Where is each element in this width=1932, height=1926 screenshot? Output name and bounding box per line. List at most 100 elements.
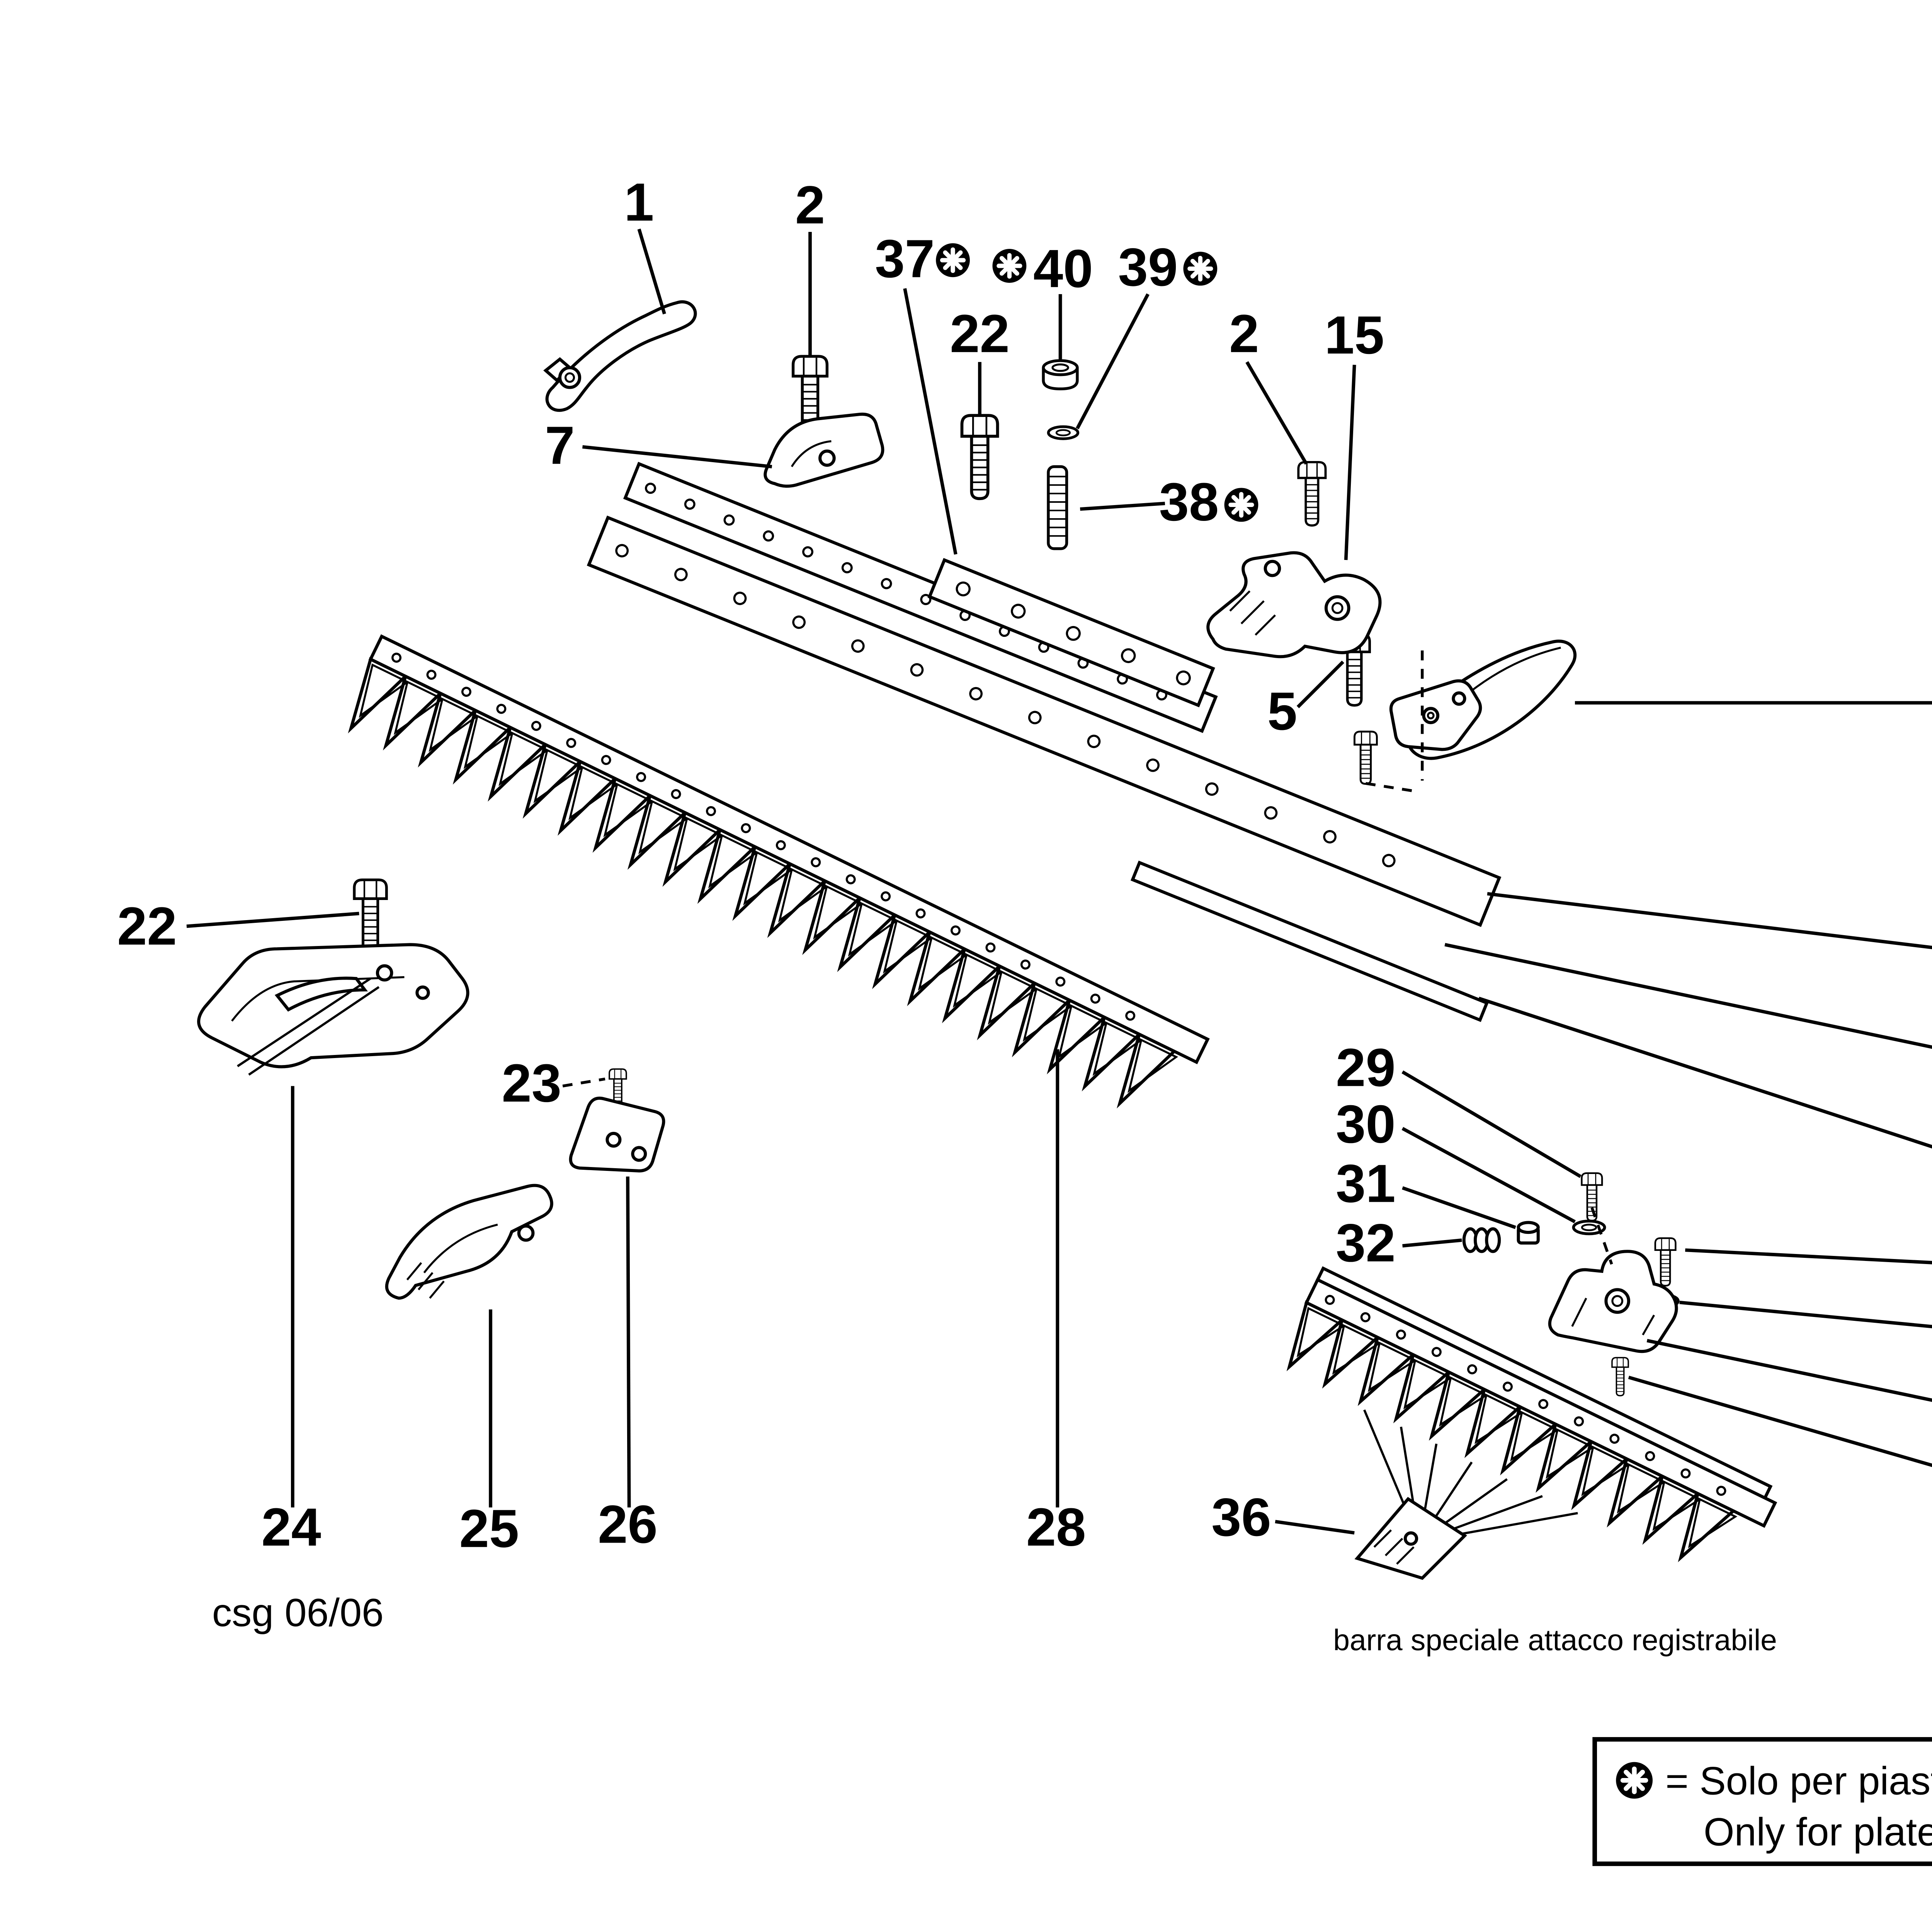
hole <box>1645 1451 1655 1461</box>
part-label-2: 2 <box>795 175 825 235</box>
knife-back-strip <box>623 462 1218 733</box>
hole <box>1574 1416 1584 1427</box>
part-label-22-top: 22 <box>950 304 1010 364</box>
hole <box>1066 626 1081 641</box>
bar-holes <box>615 544 1396 868</box>
wear-rail <box>1130 860 1489 1022</box>
clamp-plate <box>927 558 1215 708</box>
knife-lower-assembly <box>1286 1266 1777 1580</box>
hole <box>426 670 437 680</box>
part-label-29: 29 <box>1336 1038 1396 1097</box>
part-label-30: 30 <box>1336 1094 1396 1154</box>
hole <box>1325 1295 1335 1305</box>
hole <box>684 499 696 510</box>
part-7-clip <box>764 412 884 488</box>
hole <box>969 687 983 701</box>
part-25-clip <box>385 1184 553 1300</box>
hole <box>671 789 681 799</box>
hole <box>1680 1468 1691 1479</box>
legend-box: = Solo per piastra da 1575 Only for plat… <box>1592 1737 1932 1866</box>
hole <box>1467 1364 1477 1375</box>
hole <box>531 721 541 731</box>
part-24-holder <box>197 943 469 1076</box>
part-34-bracket <box>1548 1250 1678 1353</box>
knife-teeth-inner <box>359 663 1179 1093</box>
hole <box>733 592 747 605</box>
hole <box>1503 1382 1513 1392</box>
hole <box>1020 960 1031 970</box>
cutter-bar <box>587 462 1502 1022</box>
hole <box>723 514 735 526</box>
knife2-teeth-inner <box>1296 1307 1738 1548</box>
star-icon-37 <box>936 243 970 277</box>
hole <box>1609 1434 1620 1444</box>
hole <box>1205 782 1219 796</box>
knife-head-hole <box>1403 1531 1418 1546</box>
part-label-40: 40 <box>1033 239 1093 299</box>
hole <box>951 925 961 936</box>
knife-head-hatch <box>1373 1529 1415 1565</box>
hole <box>915 908 926 919</box>
hole <box>881 578 892 589</box>
part-39-washer <box>1048 427 1078 439</box>
part-label-39: 39 <box>1118 237 1178 297</box>
hole <box>1146 758 1160 772</box>
part-40-nut <box>1043 361 1077 389</box>
knife-spine <box>368 634 1210 1064</box>
hole <box>841 562 853 573</box>
part-label-28: 28 <box>1026 1497 1086 1557</box>
part-38-stud <box>1048 467 1067 549</box>
knife2-rivet-holes <box>1325 1295 1726 1496</box>
part-label-26: 26 <box>598 1494 658 1554</box>
hole <box>851 639 865 653</box>
part-1-clip <box>543 300 697 412</box>
hole <box>636 772 646 782</box>
part-12-skid-shoe <box>1389 640 1577 781</box>
hole <box>1176 670 1191 686</box>
hole <box>566 738 577 748</box>
part-32-spring <box>1462 1227 1501 1253</box>
hole <box>391 652 402 663</box>
part-label-36: 36 <box>1211 1487 1271 1547</box>
part-31-bushing <box>1517 1221 1540 1245</box>
hole <box>1538 1399 1549 1409</box>
hole <box>496 704 507 714</box>
hole <box>1396 1329 1406 1340</box>
drawing-code: csg 06/06 <box>212 1590 384 1635</box>
hole <box>645 483 656 494</box>
hole <box>1323 830 1337 844</box>
legend-line2: Only for plate from 1575 <box>1704 1809 1932 1854</box>
hole <box>811 857 821 868</box>
knife-blade <box>348 634 1210 1109</box>
hole <box>706 806 716 816</box>
part-label-25: 25 <box>459 1499 519 1558</box>
hole <box>910 663 924 677</box>
part-label-37: 37 <box>875 229 935 289</box>
hole <box>1360 1312 1371 1322</box>
hole <box>1087 735 1101 748</box>
hole <box>1011 604 1026 619</box>
hole <box>1716 1485 1726 1496</box>
star-icon-40 <box>992 249 1026 283</box>
part-label-32: 32 <box>1336 1213 1396 1273</box>
hole <box>776 840 786 851</box>
hole <box>1055 977 1066 987</box>
hole <box>763 530 774 542</box>
part-label-23: 23 <box>502 1053 561 1113</box>
hole <box>956 581 971 597</box>
hole <box>674 568 688 582</box>
star-icon-legend <box>1616 1762 1653 1799</box>
part-label-15: 15 <box>1325 305 1384 365</box>
hole <box>741 823 751 834</box>
part-label-7: 7 <box>545 415 575 475</box>
part-label-38: 38 <box>1159 472 1219 532</box>
hole <box>1382 854 1396 868</box>
hole <box>615 544 629 558</box>
mount-bolt-dashed <box>1365 782 1420 793</box>
part-15-bracket <box>1206 551 1382 658</box>
hole <box>1028 711 1042 725</box>
knife-head-fan-lines <box>1363 1409 1578 1543</box>
hole <box>1090 994 1100 1004</box>
hole <box>1121 648 1136 663</box>
